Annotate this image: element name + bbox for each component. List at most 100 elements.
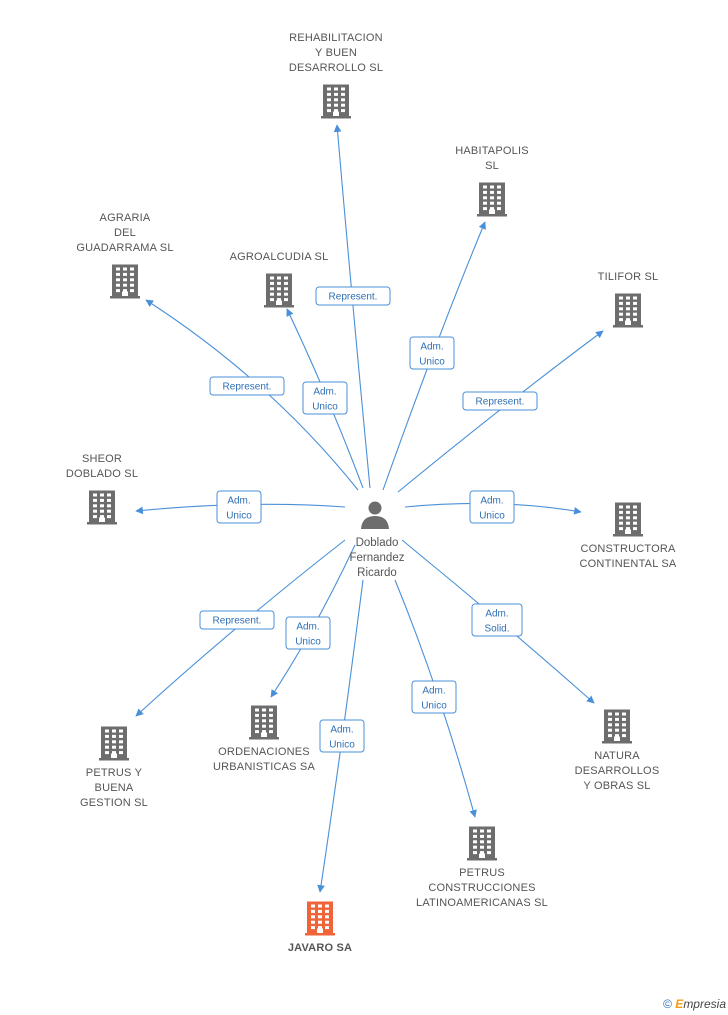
company-node-agroalcudia[interactable]: AGROALCUDIA SL [230, 251, 329, 308]
company-node-constructora[interactable]: CONSTRUCTORA CONTINENTAL SA [580, 502, 677, 571]
edge-label-constructora[interactable]: Adm. Unico [469, 490, 515, 524]
company-name-line: PETRUS [459, 867, 505, 879]
edge-label-box [411, 680, 457, 714]
edge-label-text: Adm. [330, 725, 353, 736]
edge-label-box [315, 286, 391, 306]
building-icon [87, 490, 117, 525]
edge-label-tilifor[interactable]: Represent. [462, 391, 538, 411]
edge-label-box [409, 336, 455, 370]
company-name-line: PETRUS Y [86, 767, 143, 779]
edge-label-text: Adm. [422, 686, 445, 697]
company-node-agraria[interactable]: AGRARIA DEL GUADARRAMA SL [76, 212, 173, 299]
edge-label-text: Adm. [480, 496, 503, 507]
building-icon [477, 182, 507, 217]
building-icon [613, 502, 643, 537]
company-name-line: REHABILITACION [289, 32, 383, 44]
building-icon [602, 709, 632, 744]
building-icon [321, 84, 351, 119]
edge-label-box [199, 610, 275, 630]
edge-label-natura[interactable]: Adm. Solid. [471, 603, 523, 637]
building-icon [467, 826, 497, 861]
edge-label-rehabilitacion[interactable]: Represent. [315, 286, 391, 306]
company-node-ordenaciones[interactable]: ORDENACIONES URBANISTICAS SA [213, 705, 315, 774]
company-name-line: DESARROLLOS [575, 765, 660, 777]
edge-label-text: Adm. [313, 387, 336, 398]
edge-label-petrus_const[interactable]: Adm. Unico [411, 680, 457, 714]
company-node-natura[interactable]: NATURA DESARROLLOS Y OBRAS SL [575, 709, 660, 793]
company-name-line: SL [485, 160, 499, 172]
company-name-line: HABITAPOLIS [455, 145, 529, 157]
company-name-line: DESARROLLO SL [289, 62, 383, 74]
company-name-line: AGRARIA [100, 212, 151, 224]
edge-label-text: Represent. [223, 382, 272, 393]
edge-label-ordenaciones[interactable]: Adm. Unico [285, 616, 331, 650]
person-name-line: Ricardo [357, 567, 397, 579]
edge-label-sheor[interactable]: Adm. Unico [216, 490, 262, 524]
edge-label-text: Unico [479, 511, 505, 522]
company-name-line: CONSTRUCTORA [580, 543, 676, 555]
edge-label-box [285, 616, 331, 650]
company-name-line: LATINOAMERICANAS SL [416, 897, 548, 909]
edge-label-box [302, 381, 348, 415]
copyright-symbol: © [663, 997, 672, 1011]
edge-label-text: Unico [295, 637, 321, 648]
building-icon [110, 264, 140, 299]
company-node-javaro[interactable]: JAVARO SA [288, 901, 352, 955]
edge-label-habitapolis[interactable]: Adm.Unico [409, 336, 455, 370]
company-name-line: GUADARRAMA SL [76, 242, 173, 254]
company-name-line: BUENA [95, 782, 134, 794]
company-name-line: Y BUEN [315, 47, 357, 59]
company-name-line: DOBLADO SL [66, 468, 138, 480]
company-name-line: DEL [114, 227, 136, 239]
building-icon [305, 901, 335, 936]
building-icon [249, 705, 279, 740]
edge-label-box [469, 490, 515, 524]
company-node-rehabilitacion[interactable]: REHABILITACION Y BUEN DESARROLLO SL [289, 32, 383, 119]
edge-label-box [209, 376, 285, 396]
company-node-habitapolis[interactable]: HABITAPOLIS SL [455, 145, 529, 217]
edge-label-text: Solid. [484, 624, 509, 635]
edge-label-javaro[interactable]: Adm. Unico [319, 719, 365, 753]
building-icon [264, 273, 294, 308]
edge-label-petrus_buena[interactable]: Represent. [199, 610, 275, 630]
company-name-line: GESTION SL [80, 797, 148, 809]
edge-label-text: Adm. [485, 609, 508, 620]
company-name-line: AGROALCUDIA SL [230, 251, 329, 263]
edge-label-text: Adm. [296, 622, 319, 633]
edge-label-box [471, 603, 523, 637]
edge-label-text: Unico [329, 740, 355, 751]
company-node-petrus_const[interactable]: PETRUS CONSTRUCCIONES LATINOAMERICANAS SL [416, 826, 548, 910]
edge-label-text: Represent. [476, 397, 525, 408]
company-node-tilifor[interactable]: TILIFOR SL [598, 271, 659, 328]
nodes-layer: REHABILITACION Y BUEN DESARROLLO SL HABITAP… [66, 32, 677, 954]
brand-logo-initial: E [675, 997, 684, 1011]
company-name-line: NATURA [594, 750, 640, 762]
edge-label-text: Unico [421, 701, 447, 712]
company-name-line: CONSTRUCCIONES [428, 882, 535, 894]
edge-label-text: Adm. [420, 342, 443, 353]
person-icon [361, 501, 389, 529]
company-name-line: URBANISTICAS SA [213, 761, 315, 773]
edge-label-text: Represent. [329, 292, 378, 303]
edge-label-box [319, 719, 365, 753]
edge-label-text: Adm. [227, 496, 250, 507]
edge-label-text: Unico [226, 511, 252, 522]
edge-label-agraria[interactable]: Represent. [209, 376, 285, 396]
company-node-petrus_buena[interactable]: PETRUS Y BUENA GESTION SL [80, 726, 148, 810]
company-name-line: ORDENACIONES [218, 746, 310, 758]
company-name-line: Y OBRAS SL [583, 780, 650, 792]
person-name-line: Doblado [356, 537, 399, 549]
building-icon [613, 293, 643, 328]
edge-label-text: Unico [312, 402, 338, 413]
edge-label-box [216, 490, 262, 524]
company-name-line: JAVARO SA [288, 942, 352, 954]
edge-label-agroalcudia[interactable]: Adm. Unico [302, 381, 348, 415]
footer-credit: © Empresia [663, 997, 726, 1011]
company-name-line: CONTINENTAL SA [580, 558, 677, 570]
edge-label-box [462, 391, 538, 411]
edge-label-text: Represent. [213, 616, 262, 627]
